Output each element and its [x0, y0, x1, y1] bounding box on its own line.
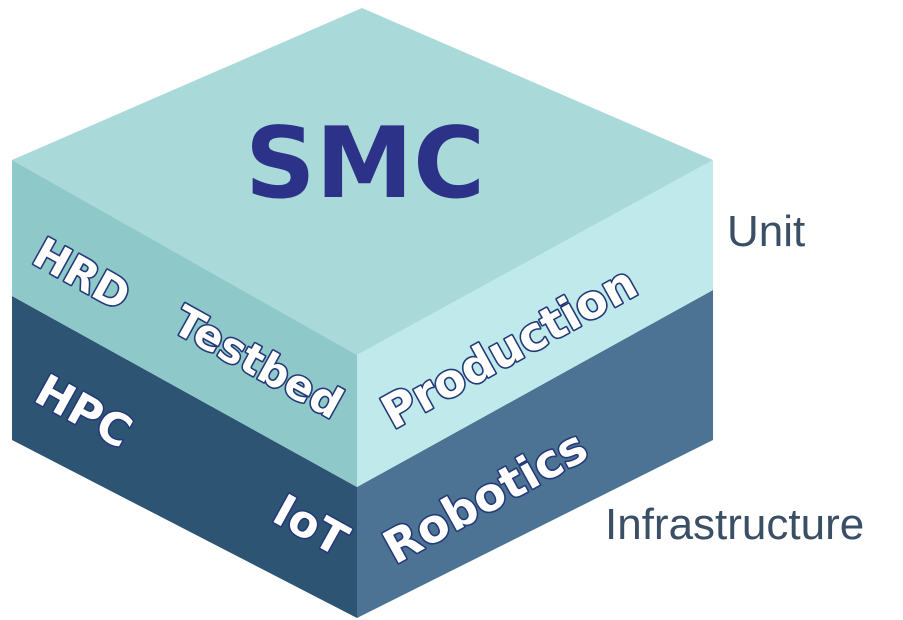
unit-right-face — [357, 160, 713, 487]
infrastructure-right-face — [357, 290, 713, 618]
unit-layer-label: Unit — [727, 207, 806, 256]
unit-left-face — [12, 160, 357, 487]
infrastructure-layer-label: Infrastructure — [605, 500, 865, 549]
unit-top-face — [12, 8, 713, 355]
infrastructure-left-face — [12, 296, 357, 618]
cube-title: SMC — [245, 107, 485, 221]
